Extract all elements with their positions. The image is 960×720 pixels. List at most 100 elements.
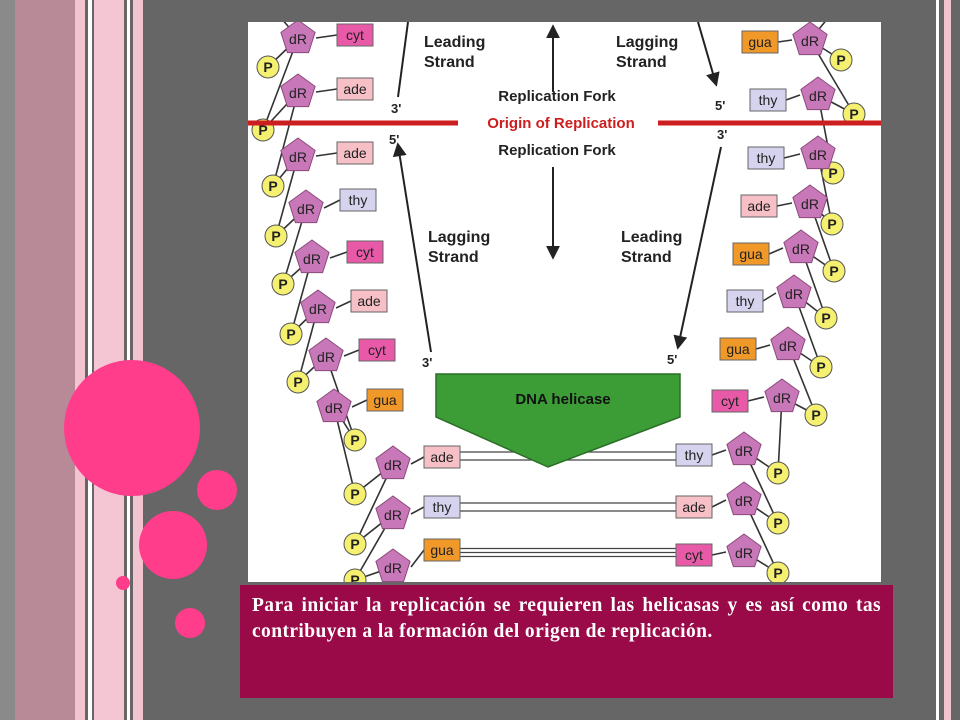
left-backbone-up-1 [262, 37, 299, 131]
left-nucleotide-4-phosphate-label: P [278, 276, 287, 292]
lagging-strand-top-arrow [697, 22, 720, 87]
left-nucleotide-7-base-gua [366, 388, 404, 412]
right-nucleotide-7-base-cyt [711, 389, 749, 413]
left-nucleotide-2-phosphate [261, 174, 285, 198]
right-nucleotide-0-base-gua [741, 30, 779, 54]
left-nucleotide-6-sugar-label: dR [317, 349, 335, 365]
left-nucleotide-1-base-ade [336, 77, 374, 101]
right-nucleotide-10-base-cyt [675, 543, 713, 567]
left-base-bond-10 [410, 549, 425, 568]
left-nucleotide-6-phosphate-label: P [293, 374, 302, 390]
right-nucleotide-9-phosphate [766, 511, 790, 535]
right-base-bond-9 [711, 499, 727, 508]
right-nucleotide-5-base-label: thy [736, 293, 755, 309]
decorative-stripe-2 [15, 0, 75, 720]
end-5-left-top: 5' [389, 132, 399, 147]
left-nucleotide-10-phosphate [343, 568, 367, 582]
left-nucleotide-8-base-label: ade [430, 449, 454, 465]
origin-of-replication-label: Origin of Replication [487, 115, 635, 132]
left-nucleotide-0-phosphate-label: P [263, 59, 272, 75]
left-nucleotide-0-phosphate [256, 55, 280, 79]
right-nucleotide-6-base-label: gua [726, 341, 750, 357]
left-nucleotide-8-sugar-label: dR [384, 457, 402, 473]
right-nucleotide-6-phosphate [809, 355, 833, 379]
decorative-stripe-5 [94, 0, 124, 720]
end-5-right-top: 5' [715, 98, 725, 113]
right-nucleotide-8-base-thy [675, 443, 713, 467]
right-nucleotide-1-base-label: thy [759, 92, 778, 108]
left-base-bond-4 [329, 251, 348, 259]
left-nucleotide-5-sugar [300, 289, 336, 324]
left-nucleotide-9-base-label: thy [433, 499, 452, 515]
left-nucleotide-0-base-cyt [336, 23, 374, 47]
left-nucleotide-10-sugar-label: dR [384, 560, 402, 576]
left-nucleotide-4-sugar-label: dR [303, 251, 321, 267]
right-nucleotide-10-sugar-label: dR [735, 545, 753, 561]
left-nucleotide-0-sugar-label: dR [289, 31, 307, 47]
replication-fork-top-label: Replication Fork [498, 88, 616, 105]
right-nucleotide-9-base-ade [675, 495, 713, 519]
left-backbone-up-2 [272, 91, 299, 187]
right-nucleotide-8-base-label: thy [685, 447, 704, 463]
right-nucleotide-6-base-gua [719, 337, 757, 361]
leading-strand-top-arrow [397, 22, 409, 98]
left-nucleotide-5-phosphate-label: P [286, 326, 295, 342]
left-nucleotide-2-sugar-label: dR [289, 149, 307, 165]
left-nucleotide-10-base-label: gua [430, 542, 454, 558]
left-nucleotide-3-base-thy [339, 188, 377, 212]
left-nucleotide-9-sugar-label: dR [384, 507, 402, 523]
left-nucleotide-1-base-label: ade [343, 81, 367, 97]
left-base-bond-1 [315, 88, 338, 93]
decorative-stripe-right-1 [936, 0, 939, 720]
decorative-stripe-4 [88, 0, 92, 720]
right-base-bond-0 [777, 39, 793, 43]
right-nucleotide-9-sugar [726, 481, 762, 516]
right-nucleotide-0-phosphate [829, 48, 853, 72]
decorative-stripe-3 [75, 0, 85, 720]
leading-strand-top-label-2: Strand [424, 54, 475, 71]
left-nucleotide-4-sugar [294, 239, 330, 274]
end-3-left-bottom: 3' [422, 355, 432, 370]
right-nucleotide-0-sugar-label: dR [801, 33, 819, 49]
right-nucleotide-5-sugar-label: dR [785, 286, 803, 302]
right-base-bond-6 [755, 344, 771, 350]
caption-box: Para iniciar la replicación se requieren… [240, 585, 893, 698]
left-nucleotide-0-sugar [280, 22, 316, 54]
lagging-strand-top-label-1: Lagging [616, 34, 678, 51]
right-nucleotide-3-sugar-label: dR [801, 196, 819, 212]
decorative-circle-tiny [116, 576, 130, 590]
left-base-bond-6 [343, 349, 360, 357]
left-nucleotide-4-base-cyt [346, 240, 384, 264]
left-nucleotide-10-base-gua [423, 538, 461, 562]
right-nucleotide-0-base-label: gua [748, 34, 772, 50]
right-nucleotide-3-sugar [792, 184, 828, 219]
left-nucleotide-7-sugar [316, 388, 352, 423]
left-nucleotide-3-phosphate-label: P [271, 228, 280, 244]
right-base-bond-5 [762, 292, 777, 302]
left-nucleotide-6-base-label: cyt [368, 342, 386, 358]
left-nucleotide-5-base-label: ade [357, 293, 381, 309]
left-nucleotide-1-sugar [280, 73, 316, 108]
decorative-circle-large [64, 360, 200, 496]
right-nucleotide-4-sugar-label: dR [792, 241, 810, 257]
left-base-bond-0 [315, 34, 338, 39]
left-nucleotide-8-base-ade [423, 445, 461, 469]
right-base-bond-2 [783, 153, 801, 159]
left-nucleotide-9-phosphate [343, 532, 367, 556]
right-nucleotide-4-phosphate [822, 259, 846, 283]
right-nucleotide-0-sugar [792, 22, 828, 56]
left-nucleotide-4-phosphate [271, 272, 295, 296]
left-base-bond-5 [335, 300, 352, 309]
right-nucleotide-3-base-label: ade [747, 198, 771, 214]
left-nucleotide-3-phosphate [264, 224, 288, 248]
right-nucleotide-5-phosphate-label: P [821, 310, 830, 326]
right-nucleotide-1-sugar-label: dR [809, 88, 827, 104]
right-base-bond-7 [747, 396, 765, 402]
left-base-bond-7 [351, 399, 368, 408]
right-nucleotide-1-base-thy [749, 88, 787, 112]
left-nucleotide-3-sugar [288, 189, 324, 224]
right-nucleotide-2-phosphate-label: P [828, 165, 837, 181]
left-base-bond-9 [410, 506, 425, 515]
right-base-bond-8 [711, 449, 727, 456]
left-nucleotide-6-sugar [308, 337, 344, 372]
